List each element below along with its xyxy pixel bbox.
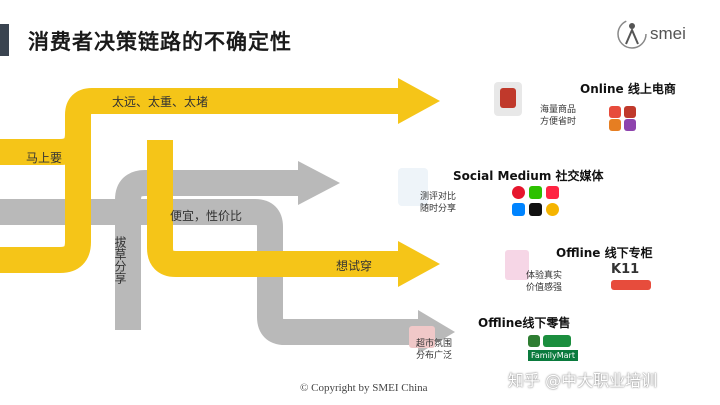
- familymart-logo: FamilyMart: [528, 350, 578, 361]
- social-phone-icon: [398, 168, 428, 206]
- label-too-far: 太远、太重、太堵: [112, 95, 209, 109]
- gray-flow-social: [115, 170, 300, 330]
- copyright-text: © Copyright by SMEI China: [300, 382, 428, 394]
- label-need-now: 马上要: [26, 151, 63, 165]
- title-accent-bar: [0, 24, 9, 56]
- shopping-bags-icon: [505, 250, 529, 280]
- channel-retail-desc: 超市氛围分布广泛: [416, 339, 453, 361]
- label-try-on: 想试穿: [336, 259, 373, 273]
- yellow-arrowhead-online: [398, 78, 440, 124]
- kuaishou-icon: [546, 203, 559, 216]
- channel-online-title: Online 线上电商: [580, 82, 676, 96]
- page-title: 消费者决策链路的不确定性: [28, 30, 292, 54]
- label-share: 拔草分享: [113, 236, 127, 284]
- weibo-icon: [512, 186, 525, 199]
- channel-counter-desc: 体验真实价值感强: [526, 271, 563, 293]
- yellow-flow-counter: [147, 140, 400, 277]
- jd-icon: [624, 106, 636, 118]
- wechat-icon: [529, 186, 542, 199]
- xiaohongshu-icon: [546, 186, 559, 199]
- tmall-icon: [609, 106, 621, 118]
- logo-text: smei: [650, 24, 686, 43]
- label-cheap: 便宜，性价比: [170, 209, 243, 223]
- yellow-flow-now: [0, 115, 91, 273]
- watermark-text: 知乎 @中大职业培训: [508, 371, 658, 390]
- mall-brand-logo: [611, 280, 651, 290]
- taobao-icon: [609, 119, 621, 131]
- channel-counter-title: Offline 线下专柜: [556, 246, 653, 260]
- channel-social-title: Social Medium 社交媒体: [453, 169, 604, 183]
- zhihu-icon: [512, 203, 525, 216]
- supermarket-logo: [543, 335, 571, 347]
- k11-logo: K11: [611, 262, 640, 277]
- pinduoduo-icon: [624, 119, 636, 131]
- seven-eleven-icon: [528, 335, 540, 347]
- douyin-icon: [529, 203, 542, 216]
- yellow-arrowhead-counter: [398, 241, 440, 287]
- gray-arrowhead-social: [298, 161, 340, 205]
- channel-social-desc: 测评对比随时分享: [420, 192, 457, 214]
- store-icon: [409, 326, 435, 348]
- smei-logo-icon: [617, 19, 647, 49]
- channel-online-desc: 海量商品方便省时: [540, 105, 577, 127]
- online-shopping-icon: [494, 82, 522, 116]
- channel-retail-title: Offline线下零售: [478, 316, 571, 330]
